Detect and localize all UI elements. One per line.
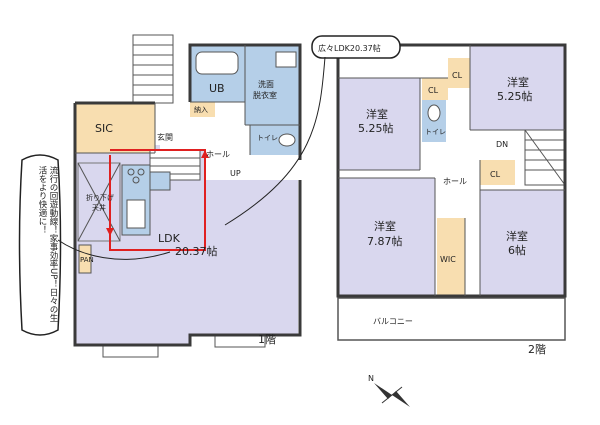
label-fukinuke-1: 折り下げ [86, 193, 114, 202]
stove-burner [137, 168, 145, 176]
toilet-bowl [427, 104, 441, 122]
room-se-6 [480, 190, 565, 296]
label-hall-2f: ホール [443, 177, 467, 186]
kitchen-sink [126, 199, 146, 229]
label-senmen-1: 洗面 [258, 79, 274, 89]
label-fukinuke-2: 天井 [92, 203, 106, 212]
compass: N [368, 374, 410, 407]
label-dn: DN [496, 140, 508, 149]
floor1-plan: SIC 玄関 UB 洗面 脱衣室 納入 トイレ ホール UP 折り下げ 天井 L… [73, 34, 302, 358]
label-cl-c: CL [490, 170, 501, 179]
label-genkan: 玄関 [157, 132, 173, 142]
label-sic: SIC [95, 122, 113, 135]
label-nyuko: 納入 [194, 105, 208, 114]
label-cl-b: CL [452, 71, 463, 80]
label-ne-room-size: 5.25帖 [497, 90, 533, 103]
label-sw-room: 洋室 [374, 219, 396, 233]
ldk-area [75, 103, 298, 345]
label-toilet-1f: トイレ [257, 134, 278, 142]
label-pan: PAN [80, 256, 94, 264]
label-cl-a: CL [428, 86, 439, 95]
lowered-ceiling-area [77, 162, 121, 242]
room-west-5-25 [338, 78, 420, 170]
label-ldk-size: 20.37帖 [175, 245, 218, 258]
label-balcony: バルコニー [373, 317, 413, 326]
callout-left: 流行の回遊動線！家事効率UP！日々の生活をより快適に！ [18, 154, 171, 336]
label-senmen-2: 脱衣室 [253, 90, 277, 100]
window [102, 344, 159, 358]
route-arrow [201, 150, 209, 158]
genkan-area [155, 103, 193, 145]
closet-cl-b [448, 58, 470, 88]
bathtub [195, 51, 239, 75]
circulation-route [109, 149, 206, 251]
label-ub: UB [209, 82, 225, 95]
compass-label: N [368, 374, 374, 383]
compass-needle [392, 391, 410, 407]
storage-nyuko [190, 102, 215, 117]
closet-cl-a [422, 78, 448, 100]
label-up: UP [230, 169, 241, 178]
label-wic: WIC [440, 255, 456, 264]
balcony [337, 297, 566, 341]
label-se-room-size: 6帖 [508, 244, 526, 257]
label-west-room-size: 5.25帖 [358, 122, 394, 135]
floor1-wall [73, 103, 302, 347]
floor1-label: 1階 [258, 332, 276, 346]
room-sw-7-87 [338, 178, 435, 296]
room-ne-5-25 [470, 45, 565, 130]
label-ldk: LDK [158, 232, 181, 245]
back-counter [149, 171, 171, 191]
sic-room [75, 103, 155, 153]
stairs-2f [524, 129, 566, 186]
label-se-room: 洋室 [506, 229, 528, 243]
floor2-plan: CL CL CL 洋室 5.25帖 洋室 5.25帖 トイレ DN ホール 洋室… [336, 43, 567, 356]
callout-left-text: 流行の回遊動線！家事効率UP！日々の生活をより快適に！ [37, 166, 58, 322]
label-ne-room: 洋室 [507, 75, 529, 89]
stove-burner [127, 168, 135, 176]
route-arrow [106, 228, 114, 236]
callout-top: 広々LDK20.37帖 [224, 35, 401, 226]
closet-cl-c [480, 160, 515, 185]
stove-burner [132, 176, 140, 184]
floor2-label: 2階 [528, 342, 546, 356]
wash-basin [275, 51, 297, 68]
toilet-bowl [278, 133, 296, 147]
label-toilet-2f: トイレ [425, 128, 446, 136]
label-west-room: 洋室 [366, 107, 388, 121]
callout-top-text: 広々LDK20.37帖 [318, 43, 381, 53]
label-sw-room-size: 7.87帖 [367, 235, 403, 248]
label-hall-1f: ホール [206, 150, 230, 159]
closet-wic [437, 218, 465, 296]
compass-needle [374, 383, 392, 399]
